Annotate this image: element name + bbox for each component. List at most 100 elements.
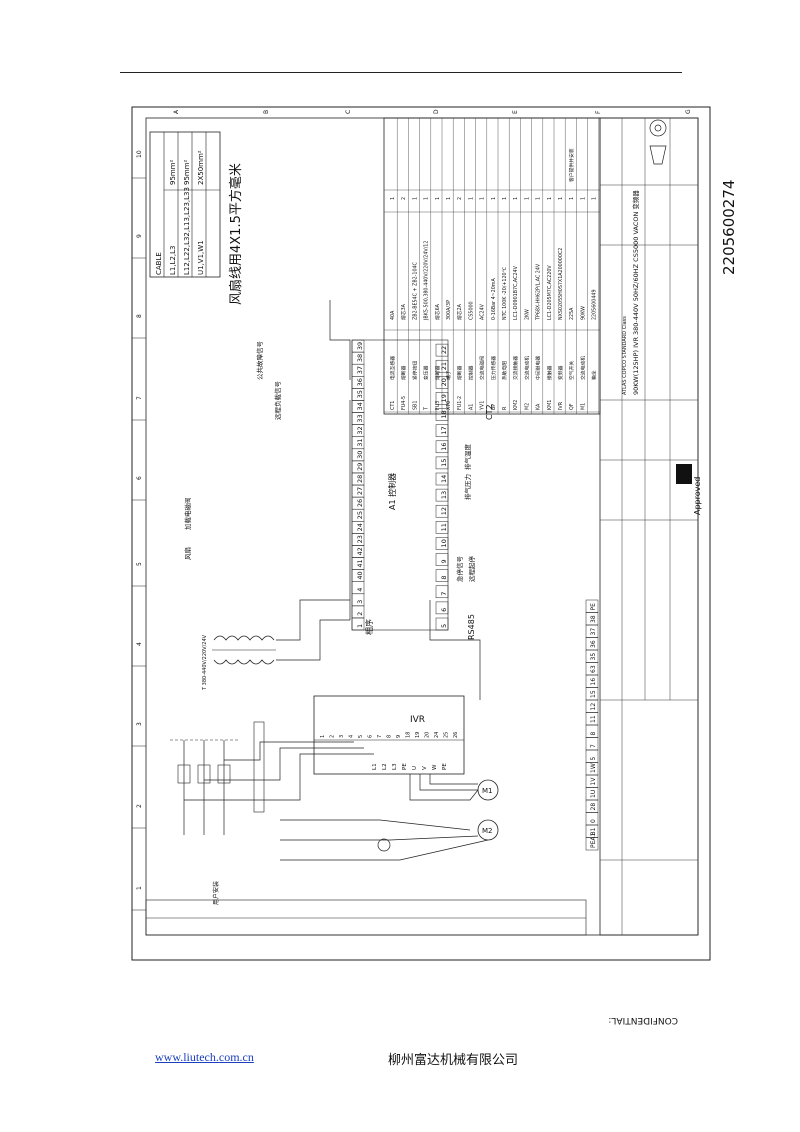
controller-terminal: 4 (356, 588, 364, 592)
main-breaker-qf (170, 739, 240, 835)
controller-terminal: 2 (356, 612, 364, 616)
bom-cell: 变频器 (557, 365, 564, 380)
footer-url-link[interactable]: www.liutech.com.cn (155, 1050, 254, 1064)
ivr-power-terminal: V (422, 766, 428, 770)
temp-label: 排气温度 (463, 444, 472, 471)
bottom-terminal: 63 (590, 665, 597, 673)
bottom-terminal: 38 (590, 615, 597, 623)
bom-cell: 0-16Bar 4~20mA (491, 278, 497, 320)
bom-cell: 箱全 (591, 370, 598, 380)
bom-cell: YV1 (480, 401, 486, 411)
bom-cell: A1 (468, 404, 474, 410)
bom-cell: 压力传感器 (490, 356, 497, 380)
user-install-label: 用户安装 (212, 881, 220, 905)
col-number-9: 9 (136, 234, 143, 238)
controller-terminal: 33 (356, 414, 364, 422)
bom-cell: 1 (502, 197, 508, 200)
col-number-4: 4 (136, 642, 143, 646)
pressure-label: 排气压力 (463, 474, 472, 500)
remote-label: 远程起停 (467, 556, 476, 583)
bom-cell: 熔芯6A (434, 303, 441, 320)
motor-m1-label: M1 (482, 787, 493, 795)
bom-cell: QF (569, 403, 575, 410)
footer-company: 柳州富达机械有限公司 (388, 1053, 519, 1068)
bom-cell: 熔芯2A (456, 303, 463, 320)
controller-terminal: 42 (356, 547, 364, 555)
ivr-power-terminal: W (432, 764, 438, 770)
power-wiring (184, 300, 489, 861)
bom-cell: KM2 (513, 400, 519, 410)
controller-label: A1 控制器 (387, 473, 397, 510)
ivr-drive (313, 695, 465, 775)
cable-row-1-wires: L1,L2,L3 (169, 245, 177, 275)
title-block (599, 117, 699, 936)
bottom-terminal: PEA1 (590, 832, 597, 848)
controller-terminal: 19 (440, 394, 448, 402)
ivr-label: IVR (410, 715, 425, 725)
ivr-control-terminal: 18 (406, 732, 412, 738)
controller-terminal: 10 (440, 539, 448, 547)
controller-terminal: 38 (356, 354, 364, 362)
bom-cell: LC1-D0901B7C,AC24V (513, 265, 519, 320)
bottom-terminal: 1U (590, 790, 597, 798)
bom-cell: 1 (491, 197, 497, 200)
bom-cell: 接触器 (546, 365, 553, 380)
bom-cell: 90KW (580, 306, 586, 320)
controller-terminal: 21 (440, 362, 448, 370)
controller-terminal: 37 (356, 366, 364, 374)
bottom-terminal: PE (590, 603, 597, 611)
bom-cell: 2 (401, 197, 407, 200)
transformer-label: T 380-440V/220V/24V (202, 634, 208, 691)
bom-cell: 1 (412, 197, 418, 200)
controller-terminal: 27 (356, 487, 364, 495)
row-letter-B: B (263, 110, 270, 114)
ivr-control-terminal: 25 (444, 732, 450, 738)
ivr-power-terminal: L3 (392, 763, 398, 770)
fan-label: 风扇 (183, 547, 192, 560)
solenoid-label: 加载电磁阀 (183, 498, 192, 531)
bom-cell: 熔断器 (434, 365, 441, 380)
controller-terminal: 3 (356, 600, 364, 604)
bom-cell: 1 (524, 197, 530, 200)
cable-row-2-wires: L12,L22,L32,L13,L23,L33 (183, 187, 191, 275)
bom-cell: 1 (536, 197, 542, 200)
controller-terminal-strip: 1234404142232425262728293031323334353637… (351, 339, 449, 631)
controller-terminal: 35 (356, 390, 364, 398)
bom-cell: KM1 (547, 400, 553, 410)
ivr-control-terminal: 26 (453, 732, 459, 738)
bom-cell: 1 (435, 197, 441, 200)
bom-cell: 熔芯3A (400, 303, 407, 320)
ivr-power-terminal: L2 (382, 763, 388, 770)
bom-cell: 紧停按钮 (411, 361, 418, 380)
drawing-number: 2205600274 (720, 180, 738, 275)
approved-label: Approved (693, 477, 702, 515)
bottom-terminal: 11 (590, 715, 597, 723)
cable-row-3-wires: U1,V1,W1 (197, 240, 205, 275)
bom-cell: 交流接触器 (512, 356, 519, 380)
bom-cell: NTC 100K -20/+120℃ (502, 266, 508, 320)
bottom-terminal: 0 (590, 819, 597, 823)
bom-cell: 225A (569, 307, 575, 320)
controller-terminal: 39 (356, 342, 364, 350)
controller-terminal: 18 (440, 410, 448, 418)
bom-cell: 1 (446, 197, 452, 200)
bottom-terminal: 8 (590, 732, 597, 736)
ivr-control-terminal: 7 (377, 735, 383, 738)
controller-terminal: 14 (440, 475, 448, 483)
xt0-terminal (253, 721, 265, 813)
revision-block (145, 899, 587, 936)
emergency-label: 急停信号 (455, 556, 464, 583)
controller-terminal: 16 (440, 442, 448, 450)
drawing-frame (131, 106, 711, 961)
bottom-terminal: B1 (590, 827, 597, 835)
bom-cell: 300A/3P (446, 300, 452, 320)
col-number-3: 3 (136, 722, 143, 726)
bom-cell: 1 (424, 197, 430, 200)
cable-row-3-size: 2X50mm² (197, 150, 205, 185)
bottom-terminal: 36 (590, 640, 597, 648)
bom-cell: IVR (558, 401, 564, 410)
bom-cell: 1 (480, 197, 486, 200)
col-number-2: 2 (136, 804, 143, 808)
controller-terminal: 7 (440, 592, 448, 596)
bom-cell: 1 (569, 197, 575, 200)
